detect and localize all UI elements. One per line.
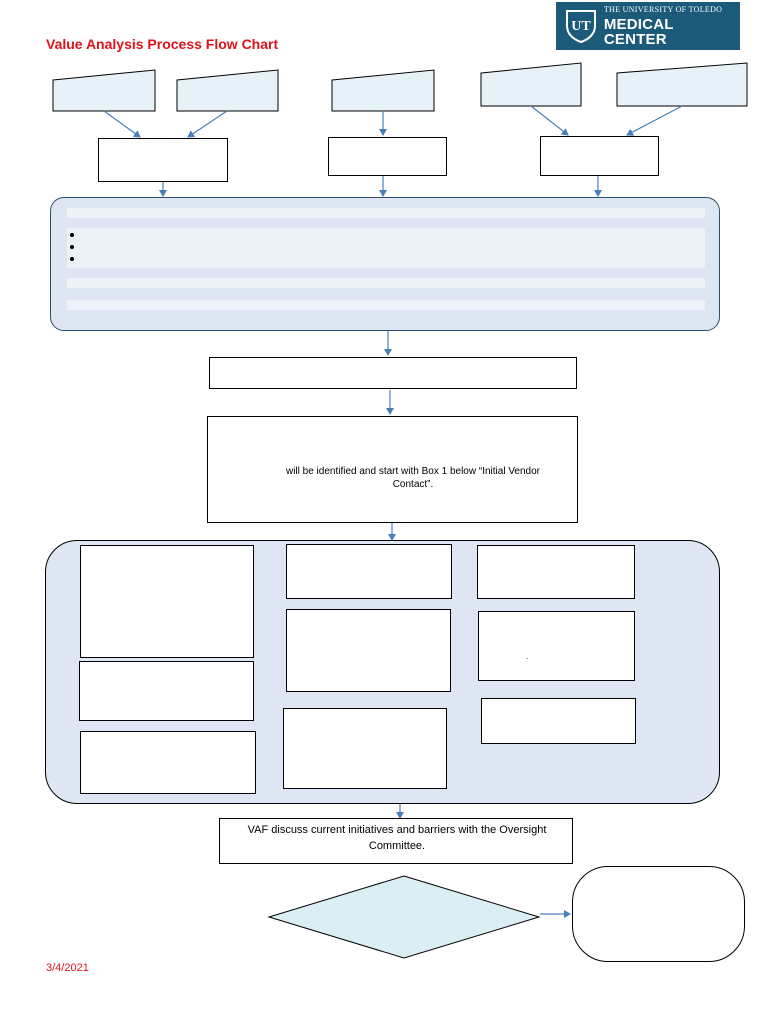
logo-university-text: THE UNIVERSITY OF TOLEDO bbox=[603, 4, 723, 14]
bullet-dot bbox=[70, 233, 74, 237]
vaf-text: VAF discuss current initiatives and barr… bbox=[247, 824, 547, 852]
input-box-2 bbox=[176, 69, 279, 112]
logo-medical-center-text: MEDICAL CENTER bbox=[603, 15, 674, 48]
decision-diamond bbox=[267, 875, 541, 959]
step-box-initial-vendor-contact bbox=[80, 545, 254, 658]
step-box bbox=[477, 545, 635, 599]
connector-arrow bbox=[103, 110, 141, 138]
identify-box: will be identified and start with Box 1 … bbox=[207, 416, 578, 523]
logo-mark-text: UT bbox=[571, 19, 591, 34]
step-box bbox=[286, 609, 451, 692]
panel-row bbox=[67, 208, 705, 218]
summary-panel bbox=[50, 197, 720, 331]
process-box-2 bbox=[328, 137, 447, 176]
step-box bbox=[209, 357, 577, 389]
identify-text: will be identified and start with Box 1 … bbox=[285, 466, 541, 490]
step-box bbox=[79, 661, 254, 721]
input-box-1 bbox=[52, 69, 156, 112]
page-title: Value Analysis Process Flow Chart bbox=[46, 36, 279, 52]
input-box-3 bbox=[331, 69, 435, 112]
step-box bbox=[80, 731, 256, 794]
connector-arrow bbox=[626, 105, 683, 136]
connector-arrow bbox=[530, 105, 569, 136]
ut-shield-icon: UT bbox=[564, 8, 598, 44]
panel-row bbox=[67, 228, 705, 268]
panel-row bbox=[67, 300, 705, 310]
step-box bbox=[481, 698, 636, 744]
process-box-3 bbox=[540, 136, 659, 176]
panel-row bbox=[67, 278, 705, 288]
step-box bbox=[283, 708, 447, 789]
vaf-oversight-box: VAF discuss current initiatives and barr… bbox=[219, 818, 573, 864]
document-date: 3/4/2021 bbox=[46, 962, 89, 974]
step-box bbox=[286, 544, 452, 599]
bullet-dot bbox=[70, 245, 74, 249]
bullet-dot bbox=[70, 257, 74, 261]
process-box-1 bbox=[98, 138, 228, 182]
input-box-5 bbox=[616, 62, 748, 107]
step-box: . bbox=[478, 611, 635, 681]
university-logo: UT THE UNIVERSITY OF TOLEDO MEDICAL CENT… bbox=[556, 2, 740, 50]
connector-arrow bbox=[187, 110, 228, 138]
input-box-4 bbox=[480, 62, 582, 107]
outcome-terminator bbox=[572, 866, 745, 962]
small-dot-text: . bbox=[526, 652, 529, 661]
